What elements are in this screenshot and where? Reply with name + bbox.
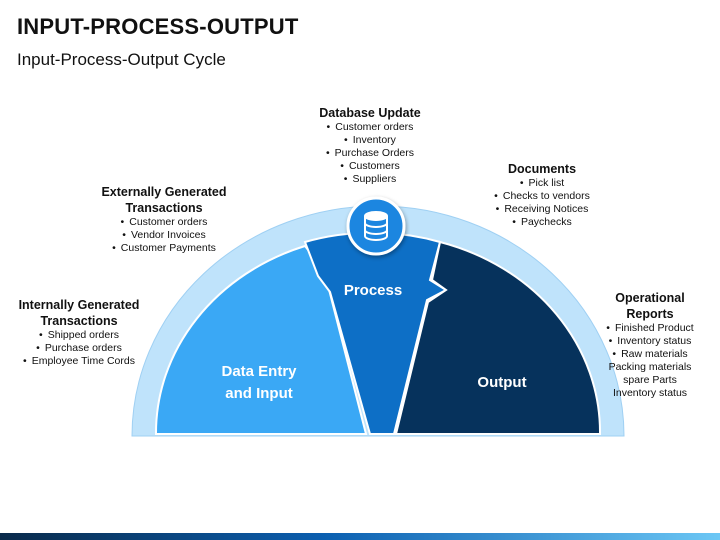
list-item: Pick list	[472, 177, 612, 190]
list-item: Customer Payments	[94, 242, 234, 255]
list-item: Inventory status	[584, 335, 716, 348]
list-item: Purchase Orders	[300, 147, 440, 160]
database-update-title: Database Update	[319, 106, 421, 120]
input-label-line1: Data Entry	[221, 363, 297, 380]
internally-generated-block: Internally Generated Transactions Shippe…	[8, 297, 150, 368]
list-item: Shipped orders	[8, 329, 150, 342]
process-label: Process	[344, 282, 402, 299]
externally-generated-title-line2: Transactions	[125, 201, 203, 215]
externally-generated-block: Externally Generated Transactions Custom…	[94, 184, 234, 255]
list-item: Paychecks	[472, 216, 612, 229]
list-item: spare Parts	[623, 374, 677, 386]
list-item: Packing materials	[608, 361, 692, 373]
list-item: Finished Product	[584, 322, 716, 335]
list-item: Raw materials	[584, 348, 716, 361]
process-segment[interactable]	[303, 231, 449, 435]
internally-generated-title-line1: Internally Generated	[18, 298, 140, 312]
input-label-line2: and Input	[225, 385, 293, 402]
internally-generated-title-line2: Transactions	[40, 314, 118, 328]
output-label: Output	[477, 374, 526, 391]
footer-accent-bar	[0, 533, 720, 540]
database-update-block: Database Update Customer orders Inventor…	[300, 105, 440, 186]
list-item: Customers	[300, 160, 440, 173]
operational-reports-title-line2: Reports	[626, 307, 674, 321]
list-item: Receiving Notices	[472, 203, 612, 216]
documents-block: Documents Pick list Checks to vendors Re…	[472, 161, 612, 229]
externally-generated-title-line1: Externally Generated	[101, 185, 227, 199]
list-item: Employee Time Cords	[8, 355, 150, 368]
page-subtitle: Input-Process-Output Cycle	[17, 50, 226, 69]
list-item: Purchase orders	[8, 342, 150, 355]
list-item: Suppliers	[300, 173, 440, 186]
list-item: Checks to vendors	[472, 190, 612, 203]
list-item: Vendor Invoices	[94, 229, 234, 242]
list-item: Inventory status	[612, 387, 688, 399]
list-item: Customer orders	[94, 216, 234, 229]
operational-reports-block: Operational Reports Finished Product Inv…	[584, 290, 716, 400]
database-icon	[346, 196, 406, 256]
list-item: Inventory	[300, 134, 440, 147]
operational-reports-title-line1: Operational	[615, 291, 685, 305]
input-segment[interactable]	[154, 244, 368, 435]
output-segment[interactable]	[394, 240, 602, 435]
list-item: Customer orders	[300, 121, 440, 134]
documents-title: Documents	[507, 162, 577, 176]
page-title: INPUT-PROCESS-OUTPUT	[17, 14, 299, 39]
